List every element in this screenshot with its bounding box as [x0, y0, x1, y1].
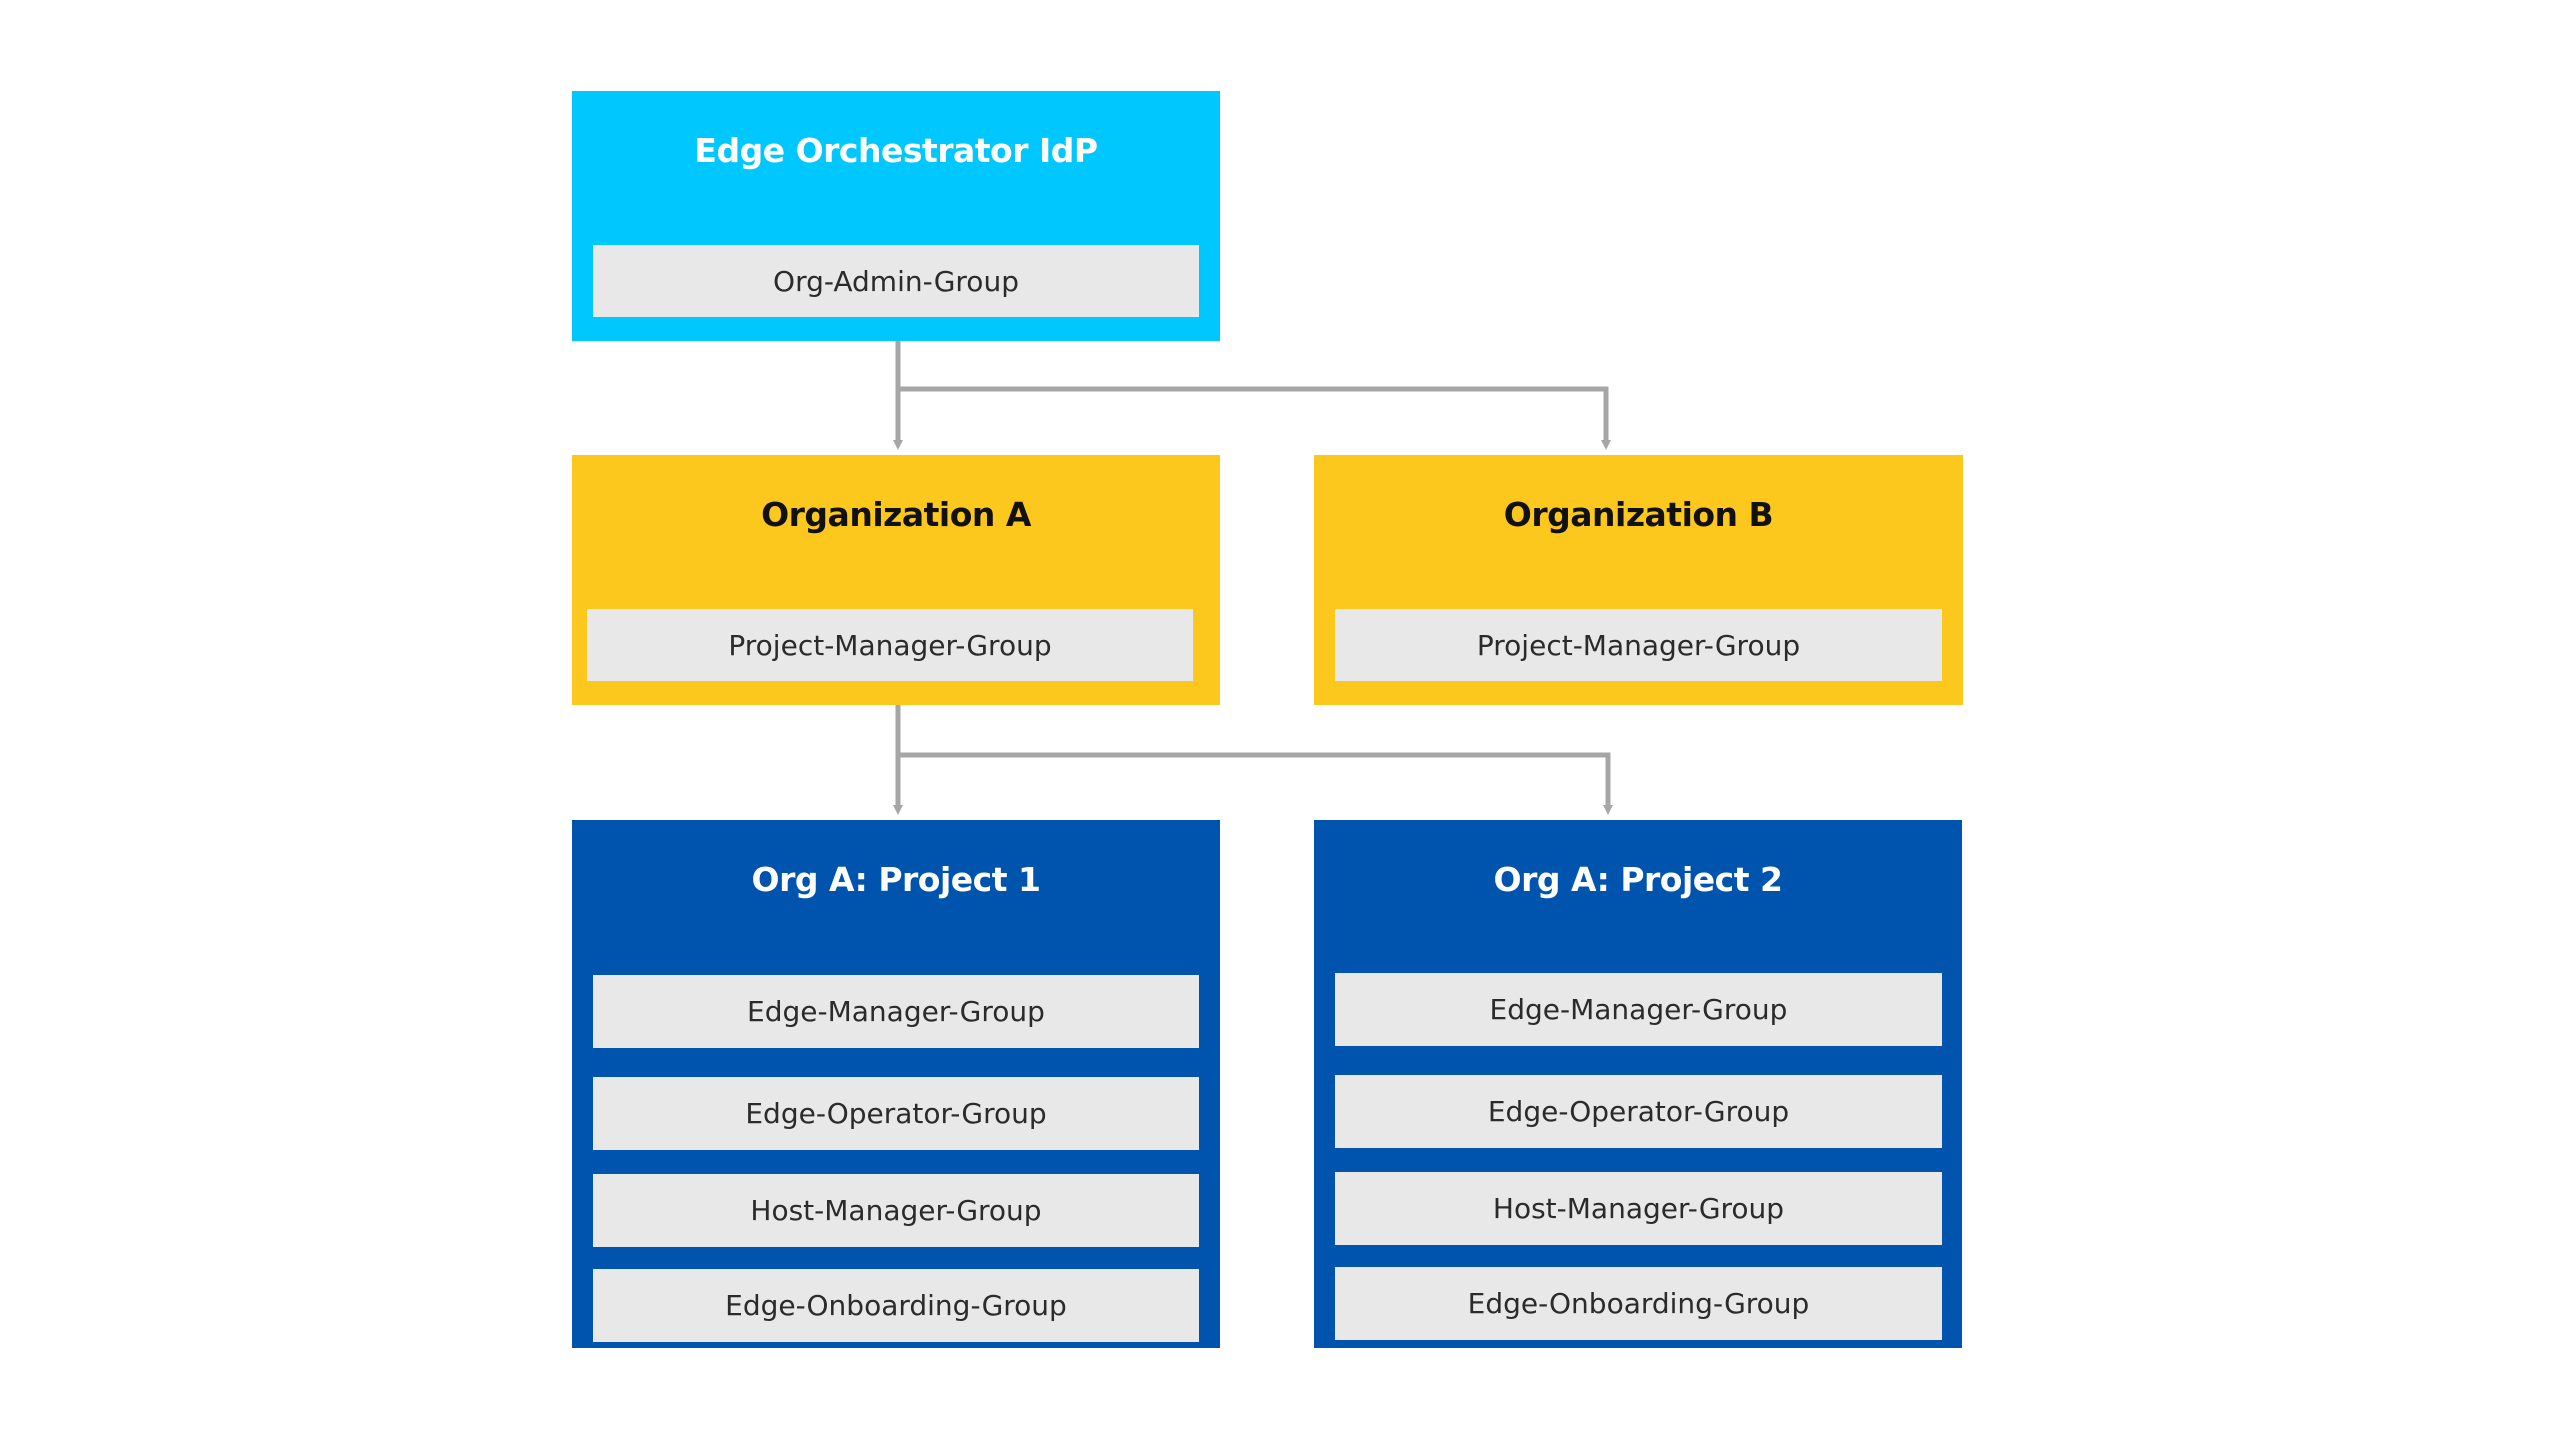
project-2-box: Org A: Project 2 Edge-Manager-Group Edge…	[1314, 820, 1962, 1348]
project-2-title: Org A: Project 2	[1493, 860, 1783, 899]
project-1-edge-operator-group: Edge-Operator-Group	[593, 1077, 1199, 1150]
project-1-title: Org A: Project 1	[751, 860, 1041, 899]
project-1-host-manager-group: Host-Manager-Group	[593, 1174, 1199, 1247]
project-2-host-manager-group: Host-Manager-Group	[1335, 1172, 1942, 1245]
idp-box: Edge Orchestrator IdP Org-Admin-Group	[572, 91, 1220, 341]
project-2-edge-manager-group: Edge-Manager-Group	[1335, 973, 1942, 1046]
org-b-project-manager-group: Project-Manager-Group	[1335, 609, 1942, 681]
org-admin-group: Org-Admin-Group	[593, 245, 1199, 317]
project-2-edge-onboarding-group: Edge-Onboarding-Group	[1335, 1267, 1942, 1340]
project-1-edge-manager-group: Edge-Manager-Group	[593, 975, 1199, 1048]
idp-title: Edge Orchestrator IdP	[694, 131, 1098, 170]
orga-to-projects-connector	[893, 684, 1613, 815]
project-1-edge-onboarding-group: Edge-Onboarding-Group	[593, 1269, 1199, 1342]
organization-b-title: Organization B	[1503, 495, 1774, 534]
org-a-project-manager-group: Project-Manager-Group	[587, 609, 1193, 681]
organization-b-box: Organization B Project-Manager-Group	[1314, 455, 1963, 705]
organization-a-box: Organization A Project-Manager-Group	[572, 455, 1220, 705]
project-2-edge-operator-group: Edge-Operator-Group	[1335, 1075, 1942, 1148]
organization-a-title: Organization A	[761, 495, 1031, 534]
project-1-box: Org A: Project 1 Edge-Manager-Group Edge…	[572, 820, 1220, 1348]
